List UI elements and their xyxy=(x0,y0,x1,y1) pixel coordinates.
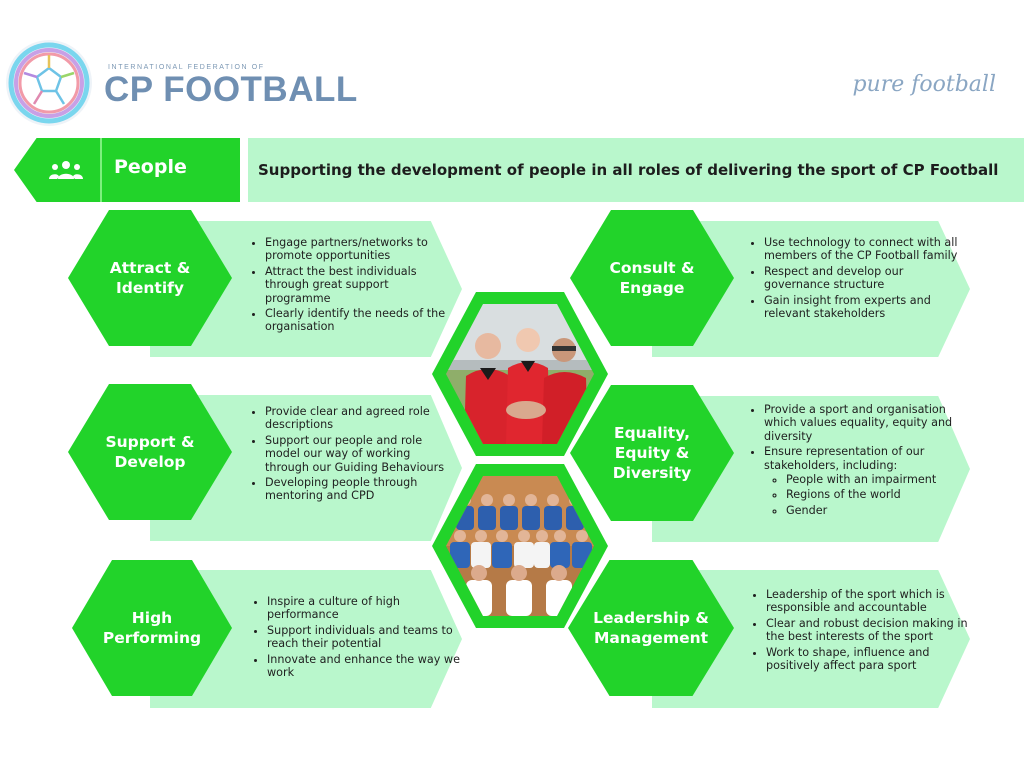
list-item: Provide clear and agreed role descriptio… xyxy=(265,405,457,432)
high-performing-title: High Performing xyxy=(102,609,202,647)
consult-engage-title: Consult & Engage xyxy=(609,259,695,297)
tagline: pure football xyxy=(852,72,996,97)
people-title-tab: People xyxy=(14,138,240,202)
subtitle-bar: Supporting the development of people in … xyxy=(248,138,1024,202)
team-photo-frame xyxy=(432,464,608,628)
consult-engage-list: Use technology to connect with all membe… xyxy=(742,236,962,322)
list-item: Ensure representation of our stakeholder… xyxy=(764,445,964,517)
high-performing-hex: High Performing xyxy=(72,560,232,696)
sub-list-item: Gender xyxy=(786,504,964,517)
attract-identify-list: Engage partners/networks to promote oppo… xyxy=(243,236,457,336)
list-item: Provide a sport and organisation which v… xyxy=(764,403,964,443)
sub-list: People with an impairment Regions of the… xyxy=(764,473,964,517)
list-item: Leadership of the sport which is respons… xyxy=(766,588,970,615)
people-icon xyxy=(49,161,83,179)
team-photo xyxy=(446,476,594,616)
list-item: Work to shape, influence and positively … xyxy=(766,646,970,673)
list-item: Respect and develop our governance struc… xyxy=(764,265,962,292)
logo-title: CP FOOTBALL xyxy=(104,70,358,109)
team-photo-image xyxy=(446,476,594,616)
leadership-management-hex: Leadership & Management xyxy=(568,560,734,696)
list-item-text: Ensure representation of our stakeholder… xyxy=(764,445,925,472)
logo-small-text: INTERNATIONAL FEDERATION OF xyxy=(108,64,265,71)
high-performing-list: Inspire a culture of high performance Su… xyxy=(245,595,475,681)
section-title: People xyxy=(114,156,187,178)
referees-photo xyxy=(446,304,594,444)
leadership-management-title: Leadership & Management xyxy=(593,609,709,647)
support-develop-list: Provide clear and agreed role descriptio… xyxy=(243,405,457,505)
referees-photo-frame xyxy=(432,292,608,456)
football-logo-icon xyxy=(6,40,92,126)
list-item: Developing people through mentoring and … xyxy=(265,476,457,503)
list-item: Use technology to connect with all membe… xyxy=(764,236,962,263)
list-item: Clearly identify the needs of the organi… xyxy=(265,307,457,334)
title-divider xyxy=(100,138,102,202)
equality-diversity-title: Equality, Equity & Diversity xyxy=(612,424,692,482)
referees-photo-image xyxy=(446,304,594,444)
list-item: Innovate and enhance the way we work xyxy=(267,653,475,680)
list-item: Clear and robust decision making in the … xyxy=(766,617,970,644)
list-item: Attract the best individuals through gre… xyxy=(265,265,457,305)
support-develop-title: Support & Develop xyxy=(105,433,195,471)
list-item: Gain insight from experts and relevant s… xyxy=(764,294,962,321)
sub-list-item: People with an impairment xyxy=(786,473,964,486)
list-item: Support our people and role model our wa… xyxy=(265,434,457,474)
sub-list-item: Regions of the world xyxy=(786,488,964,501)
equality-diversity-list: Provide a sport and organisation which v… xyxy=(742,403,964,519)
list-item: Support individuals and teams to reach t… xyxy=(267,624,475,651)
section-subtitle: Supporting the development of people in … xyxy=(258,161,999,179)
leadership-management-list: Leadership of the sport which is respons… xyxy=(744,588,970,674)
list-item: Inspire a culture of high performance xyxy=(267,595,475,622)
list-item: Engage partners/networks to promote oppo… xyxy=(265,236,457,263)
attract-identify-title: Attract & Identify xyxy=(109,259,191,297)
